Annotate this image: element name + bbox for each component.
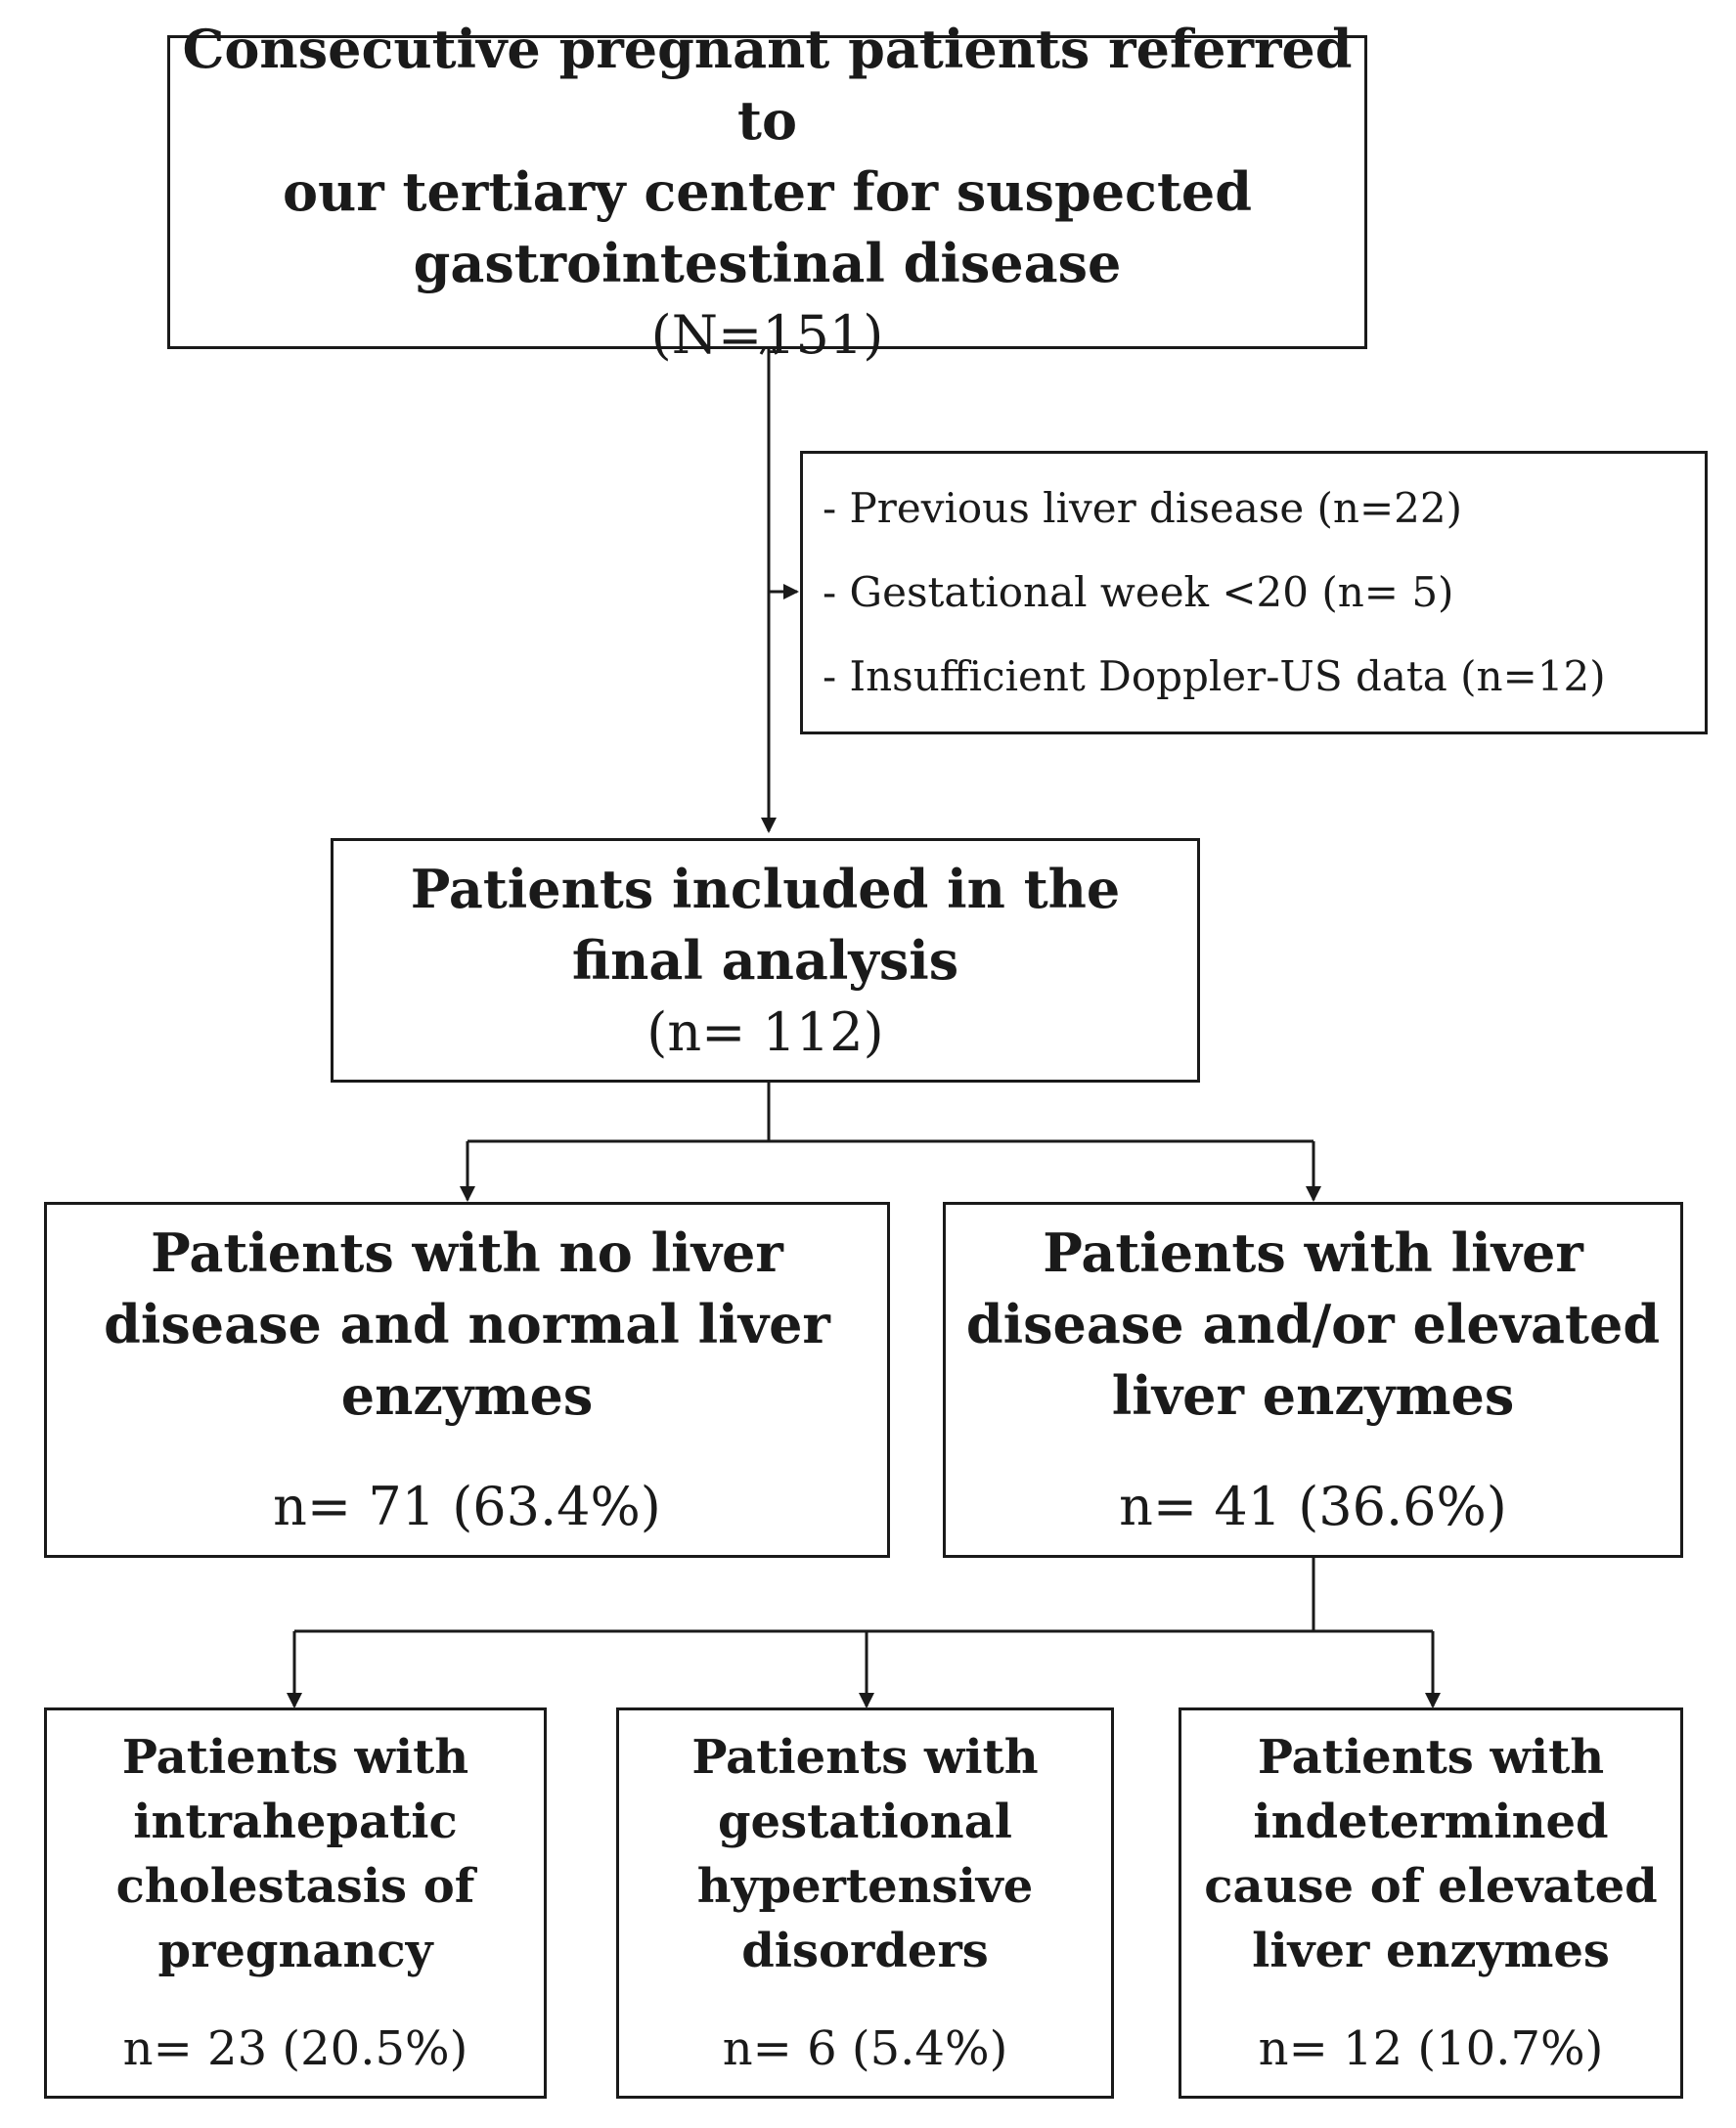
box-referred-title-1: Consecutive pregnant patients referred t…	[182, 18, 1353, 152]
box-referred-patients: Consecutive pregnant patients referred t…	[167, 18, 1367, 366]
box-included-title-2: final analysis	[571, 928, 959, 992]
box-liver-title-2: disease and/or elevated	[965, 1293, 1661, 1355]
box-no-liver-count: n= 71 (63.4%)	[273, 1476, 661, 1537]
box-no-liver-title-1: Patients with no liver	[151, 1221, 783, 1284]
box-indetermined-cause: Patients with indetermined cause of elev…	[1179, 1707, 1683, 2099]
box-no-liver-disease: Patients with no liver disease and norma…	[44, 1202, 890, 1558]
box-included-title-1: Patients included in the	[410, 857, 1121, 920]
box-icp-title-4: pregnancy	[157, 1924, 433, 1978]
box-hypertensive-title-4: disorders	[741, 1924, 989, 1978]
box-indeterminate-title-1: Patients with	[1257, 1730, 1605, 1785]
box-no-liver-title-3: enzymes	[340, 1364, 594, 1427]
box-icp-count: n= 23 (20.5%)	[122, 2021, 468, 2076]
box-included-count: (n= 112)	[646, 1000, 884, 1063]
box-referred-title-3: gastrointestinal disease	[413, 232, 1122, 294]
box-referred-count: (N=151)	[650, 304, 884, 366]
box-indeterminate-title-4: liver enzymes	[1252, 1924, 1610, 1978]
box-liver-title-1: Patients with liver	[1043, 1221, 1583, 1284]
box-included-patients: Patients included in the final analysis …	[331, 838, 1200, 1083]
box-liver-disease: Patients with liver disease and/or eleva…	[943, 1202, 1683, 1558]
box-indeterminate-title-3: cause of elevated	[1204, 1859, 1658, 1914]
box-intrahepatic-cholestasis: Patients with intrahepatic cholestasis o…	[44, 1707, 547, 2099]
box-exclusions: - Previous liver disease (n=22) - Gestat…	[800, 451, 1708, 734]
box-icp-title-1: Patients with	[121, 1730, 469, 1785]
exclusion-insufficient-doppler: - Insufficient Doppler-US data (n=12)	[823, 652, 1606, 700]
box-no-liver-title-2: disease and normal liver	[104, 1293, 830, 1355]
box-gestational-hypertensive: Patients with gestational hypertensive d…	[616, 1707, 1114, 2099]
box-liver-title-3: liver enzymes	[1111, 1364, 1515, 1427]
box-icp-title-2: intrahepatic	[133, 1795, 458, 1849]
box-hypertensive-title-2: gestational	[717, 1795, 1013, 1849]
box-icp-title-3: cholestasis of	[115, 1859, 475, 1914]
box-hypertensive-count: n= 6 (5.4%)	[722, 2021, 1008, 2076]
box-hypertensive-title-1: Patients with	[691, 1730, 1039, 1785]
box-liver-count: n= 41 (36.6%)	[1119, 1476, 1507, 1537]
exclusion-previous-liver: - Previous liver disease (n=22)	[823, 484, 1462, 532]
box-indeterminate-title-2: indetermined	[1253, 1795, 1609, 1849]
exclusion-gestational-week: - Gestational week <20 (n= 5)	[823, 568, 1454, 616]
box-referred-title-2: our tertiary center for suspected	[282, 160, 1252, 223]
box-hypertensive-title-3: hypertensive	[696, 1859, 1034, 1914]
box-indeterminate-count: n= 12 (10.7%)	[1258, 2021, 1604, 2076]
